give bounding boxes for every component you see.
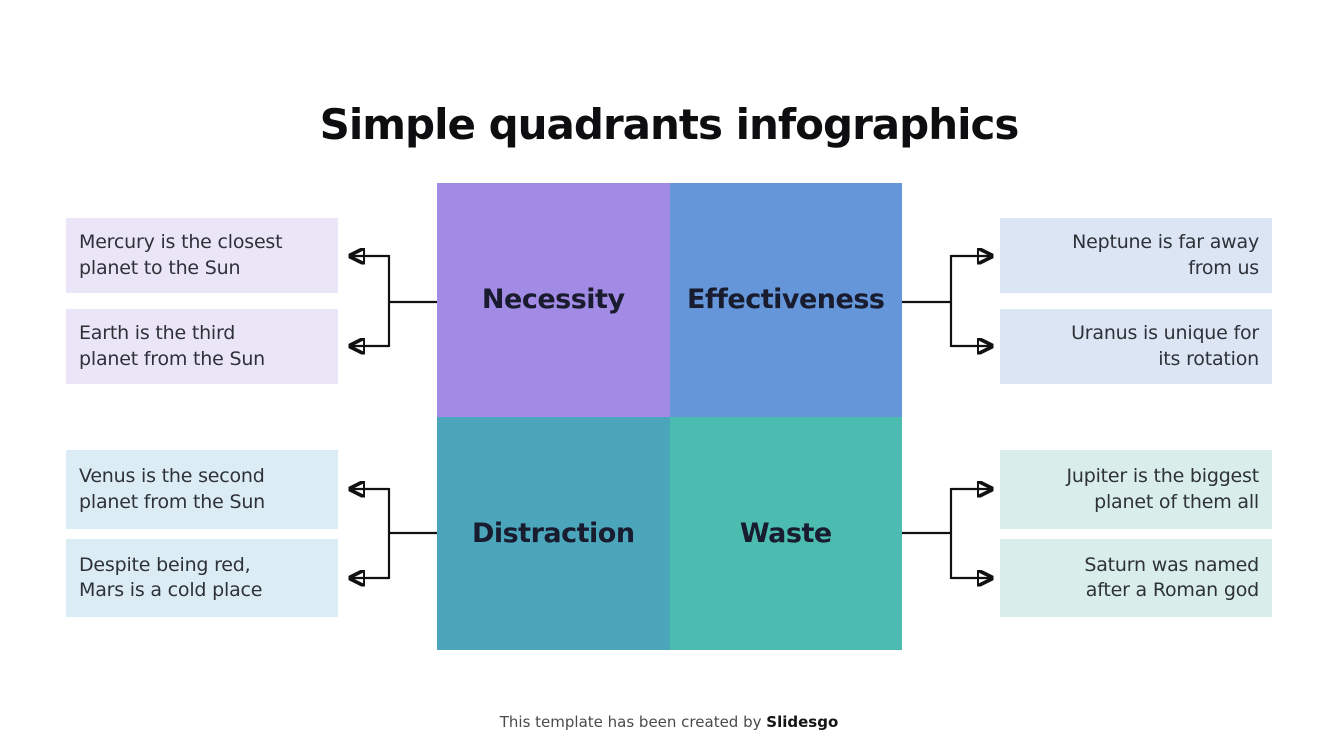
footer-brand: Slidesgo bbox=[766, 713, 839, 731]
footer-credit-text: This template has been created by bbox=[499, 713, 762, 731]
callout-venus-text: Venus is the second planet from the Sun bbox=[79, 465, 266, 513]
connector-left-bottom bbox=[350, 488, 437, 579]
quadrant-grid: Necessity Effectiveness Distraction Wast… bbox=[437, 183, 902, 650]
callout-mercury: Mercury is the closest planet to the Sun bbox=[66, 218, 338, 293]
callout-earth: Earth is the third planet from the Sun bbox=[66, 309, 338, 384]
callout-mercury-text: Mercury is the closest planet to the Sun bbox=[79, 231, 283, 279]
footer-credit: This template has been created by Slides… bbox=[0, 713, 1338, 731]
callout-earth-text: Earth is the third planet from the Sun bbox=[79, 322, 266, 370]
quadrant-label-effectiveness: Effectiveness bbox=[686, 284, 885, 316]
quadrant-waste: Waste bbox=[669, 416, 902, 650]
callout-saturn: Saturn was named after a Roman god bbox=[1000, 539, 1272, 617]
quadrant-label-waste: Waste bbox=[739, 517, 832, 549]
quadrant-label-necessity: Necessity bbox=[481, 284, 625, 316]
quadrant-necessity: Necessity bbox=[437, 183, 670, 417]
callout-jupiter-text: Jupiter is the biggest planet of them al… bbox=[1066, 465, 1259, 513]
callout-jupiter: Jupiter is the biggest planet of them al… bbox=[1000, 450, 1272, 529]
quadrant-label-distraction: Distraction bbox=[471, 517, 635, 549]
callout-neptune: Neptune is far away from us bbox=[1000, 218, 1272, 293]
callout-neptune-text: Neptune is far away from us bbox=[1072, 231, 1259, 279]
page-title: Simple quadrants infographics bbox=[319, 100, 1020, 150]
quadrant-distraction: Distraction bbox=[437, 416, 670, 650]
callout-mars: Despite being red, Mars is a cold place bbox=[66, 539, 338, 617]
callout-uranus: Uranus is unique for its rotation bbox=[1000, 309, 1272, 384]
callout-mars-text: Despite being red, Mars is a cold place bbox=[79, 553, 263, 601]
connector-right-top bbox=[902, 255, 992, 347]
quadrant-effectiveness: Effectiveness bbox=[669, 183, 902, 417]
callout-venus: Venus is the second planet from the Sun bbox=[66, 450, 338, 529]
callout-uranus-text: Uranus is unique for its rotation bbox=[1071, 322, 1259, 370]
callout-saturn-text: Saturn was named after a Roman god bbox=[1084, 553, 1259, 601]
connector-left-top bbox=[350, 255, 437, 347]
connector-right-bottom bbox=[902, 488, 992, 579]
